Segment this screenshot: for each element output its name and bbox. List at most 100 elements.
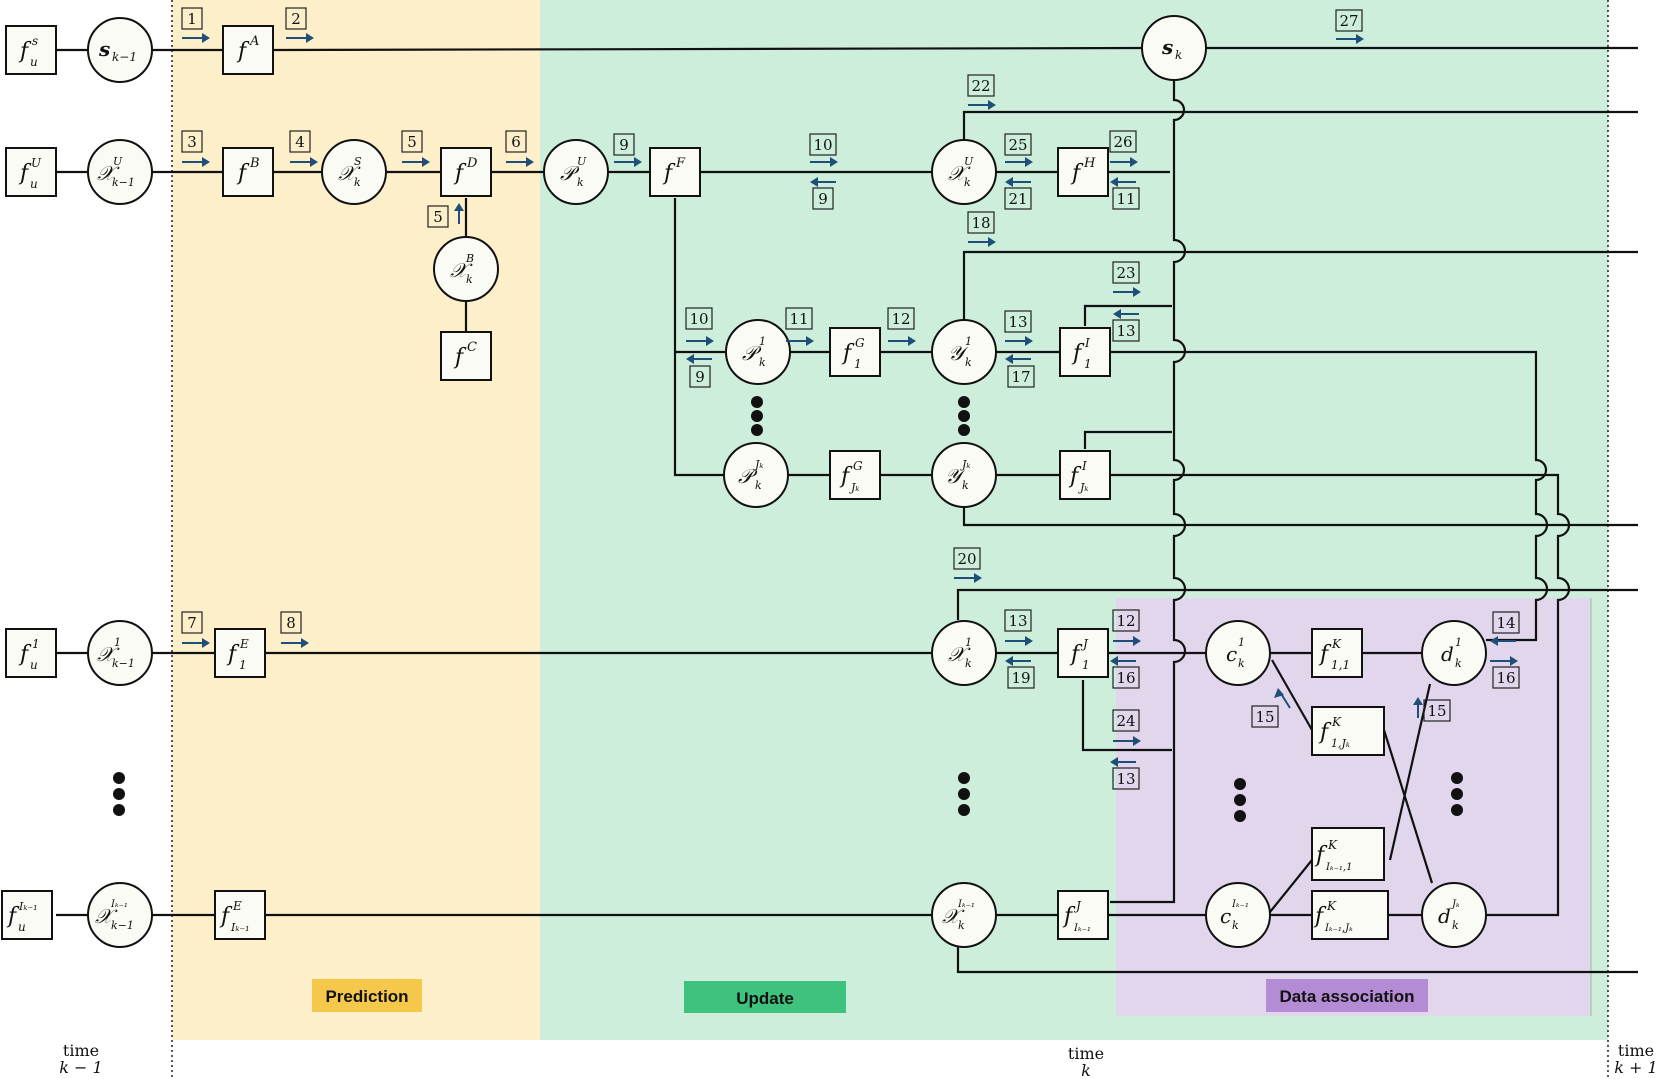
message-arrow-icon: [1413, 697, 1423, 718]
factor-fC: [440, 331, 492, 381]
message-number: 2: [291, 10, 301, 28]
factor-fKI1: [1311, 827, 1385, 881]
svg-text:k: k: [759, 356, 766, 369]
svg-text:B: B: [465, 252, 474, 265]
message-number: 4: [295, 133, 305, 151]
time-next-word: time: [1618, 1041, 1654, 1060]
message-badge-m15a: 15: [1251, 705, 1279, 728]
message-badge-m3: 3: [181, 130, 203, 153]
time-prev-sub: k − 1: [59, 1058, 102, 1077]
svg-text:E: E: [239, 637, 249, 651]
svg-text:k−1: k−1: [112, 657, 135, 670]
svg-text:k: k: [958, 919, 965, 932]
message-number: 19: [1011, 669, 1030, 687]
factor-fEI: [214, 890, 266, 940]
svg-text:u: u: [18, 920, 26, 934]
var-XI-prev: [87, 882, 153, 948]
message-arrow-icon: [290, 157, 318, 167]
svg-text:A: A: [249, 34, 259, 49]
svg-text:Iₖ₋₁: Iₖ₋₁: [230, 921, 250, 934]
update-label: Update: [736, 989, 794, 1008]
svg-text:k: k: [1452, 919, 1459, 932]
message-arrow-icon: [182, 33, 210, 43]
svg-text:1: 1: [32, 637, 40, 651]
message-badge-m11a: 11: [1112, 187, 1140, 210]
message-badge-m10b: 10: [685, 307, 713, 330]
message-badge-m13c: 13: [1004, 609, 1032, 632]
factor-fK1J: [1311, 706, 1385, 756]
svg-text:d: d: [1438, 904, 1451, 928]
svg-text:J: J: [1073, 899, 1082, 913]
message-number: 9: [619, 136, 629, 154]
svg-text:I: I: [1084, 336, 1090, 350]
factor-fK11: [1311, 628, 1363, 678]
svg-text:H: H: [1083, 156, 1096, 171]
message-badge-m13a: 13: [1112, 319, 1140, 342]
svg-text:1,Jₖ: 1,Jₖ: [1331, 737, 1350, 750]
svg-text:K: K: [1331, 637, 1342, 651]
svg-text:s: s: [32, 34, 38, 48]
svg-text:Iₖ₋₁: Iₖ₋₁: [18, 900, 38, 913]
message-badge-m16a: 16: [1112, 666, 1140, 689]
factor-fu-I: [1, 890, 53, 940]
message-arrow-icon: [1110, 177, 1136, 187]
message-number: 15: [1427, 702, 1446, 720]
message-badge-m21: 21: [1004, 187, 1032, 210]
label-XS: 𝒳Sk: [338, 155, 362, 189]
message-badge-m24: 24: [1112, 709, 1140, 732]
message-number: 9: [695, 368, 705, 386]
svg-text:d: d: [1441, 642, 1454, 666]
factor-fJ1: [1057, 628, 1109, 678]
svg-text:Iₖ₋₁: Iₖ₋₁: [1231, 899, 1249, 910]
svg-text:k: k: [577, 176, 584, 189]
factor-fB: [222, 147, 274, 197]
factor-fu-1: [5, 628, 57, 678]
factor-fu-s: [5, 25, 57, 75]
var-s-k: [1141, 15, 1207, 81]
label-XU: 𝒳Uk: [948, 155, 974, 189]
message-number: 6: [511, 133, 521, 151]
svg-text:s: s: [98, 37, 110, 61]
factor-fu-U: [5, 147, 57, 197]
message-badge-m23: 23: [1112, 261, 1140, 284]
message-arrow-icon: [1005, 354, 1031, 364]
data-association-label: Data association: [1279, 987, 1414, 1006]
message-number: 18: [971, 214, 990, 232]
ellipsis-X: [958, 772, 970, 816]
svg-text:c: c: [1220, 904, 1231, 928]
time-curr-sub: k: [1081, 1061, 1091, 1079]
var-YJ: [931, 442, 997, 508]
ellipsis-P: [751, 396, 763, 436]
message-arrow-icon: [954, 573, 982, 583]
factor-fH: [1057, 147, 1109, 197]
message-badge-m17: 17: [1007, 365, 1035, 388]
svg-text:1: 1: [114, 636, 121, 649]
message-arrow-icon: [786, 336, 814, 346]
message-number: 13: [1116, 770, 1135, 788]
svg-text:Iₖ₋₁,1: Iₖ₋₁,1: [1325, 862, 1352, 873]
factor-fF: [649, 147, 701, 197]
factor-fD: [440, 147, 492, 197]
svg-text:G: G: [855, 336, 865, 350]
svg-text:Jₖ: Jₖ: [849, 481, 859, 494]
svg-text:B: B: [249, 156, 260, 171]
prediction-label: Prediction: [325, 987, 408, 1006]
svg-text:1: 1: [1082, 658, 1090, 672]
svg-text:u: u: [30, 177, 38, 191]
svg-text:E: E: [232, 899, 242, 913]
time-next-sub: k + 1: [1614, 1058, 1657, 1077]
message-badge-m19: 19: [1007, 666, 1035, 689]
ellipsis-c: [1234, 778, 1246, 822]
message-arrow-icon: [1113, 636, 1141, 646]
svg-text:D: D: [466, 156, 478, 171]
svg-text:F: F: [675, 156, 686, 171]
svg-text:Iₖ₋₁: Iₖ₋₁: [110, 899, 128, 910]
label-XB: 𝒳Bk: [450, 252, 474, 286]
message-number: 13: [1116, 322, 1135, 340]
svg-text:k: k: [466, 273, 473, 286]
message-badge-m25: 25: [1004, 133, 1032, 156]
